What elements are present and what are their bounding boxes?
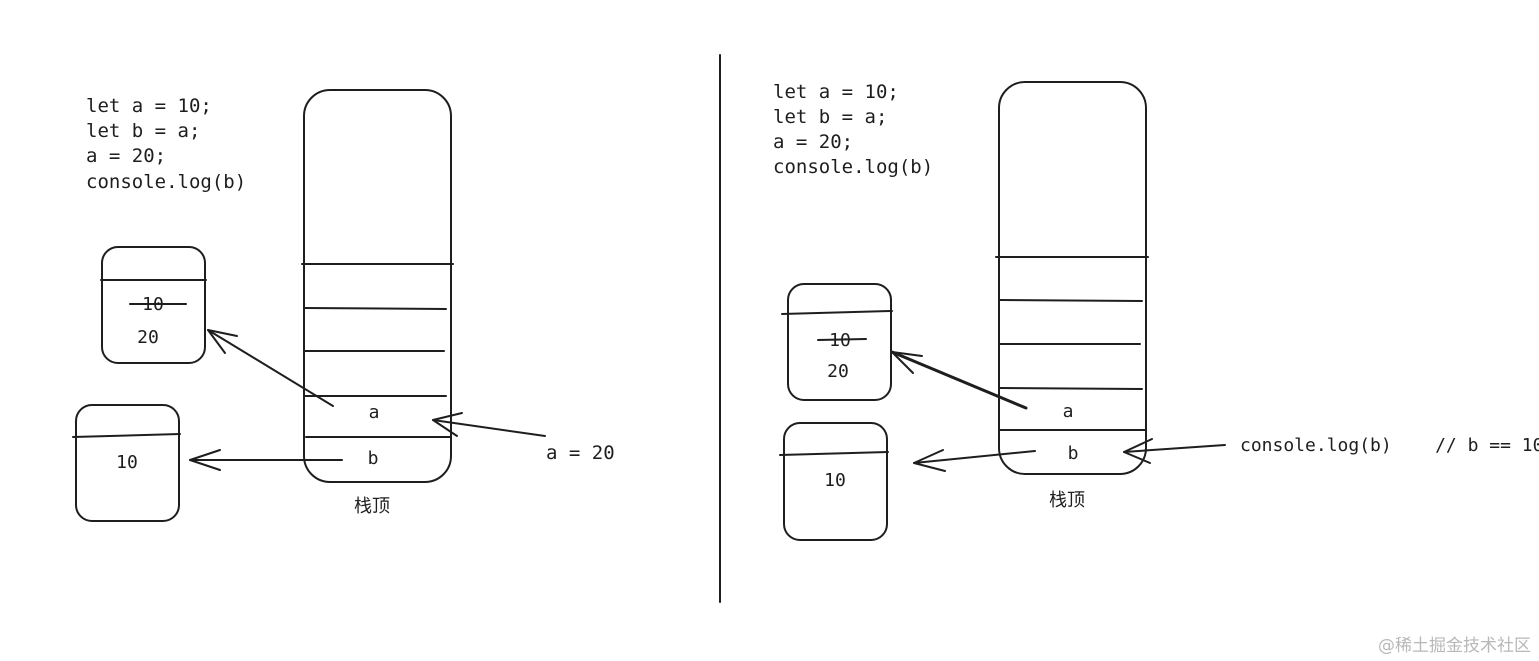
right-arrow-annotation: console.log(b) // b == 10	[1123, 435, 1539, 464]
right-arrow-annotation-shaft	[1123, 444, 1226, 453]
left-stack-label: 栈顶	[354, 496, 390, 517]
left-panel: let a = 10; let b = a; a = 20; console.l…	[72, 89, 615, 522]
right-heap-box-bottom-divider	[779, 451, 889, 456]
left-code-line-2: let b = a;	[86, 120, 200, 142]
right-stack: a b 栈顶	[995, 81, 1149, 511]
left-code-block: let a = 10; let b = a; a = 20; console.l…	[86, 95, 246, 193]
left-heap-bottom-value: 10	[116, 452, 138, 473]
left-arrow-a-shaft	[207, 329, 334, 407]
left-stack-var-b: b	[368, 448, 379, 469]
right-arrow-a-to-heap	[890, 350, 1028, 410]
left-heap-box-bottom-outline	[75, 404, 180, 522]
left-heap-box-bottom: 10	[72, 404, 181, 522]
right-code-line-2: let b = a;	[773, 106, 887, 128]
right-heap-new-value: 20	[827, 361, 849, 382]
right-code-line-4: console.log(b)	[773, 156, 933, 178]
right-stack-divider	[999, 387, 1143, 390]
right-heap-bottom-value: 10	[824, 470, 846, 491]
right-arrow-annotation-head	[1123, 438, 1153, 464]
right-heap-strikethrough	[817, 338, 867, 341]
left-code-line-1: let a = 10;	[86, 95, 212, 117]
left-heap-new-value: 20	[137, 327, 159, 348]
left-arrow-a-to-heap	[207, 329, 334, 407]
right-code-line-1: let a = 10;	[773, 81, 899, 103]
right-heap-box-bottom: 10	[779, 422, 889, 541]
left-stack-var-a: a	[369, 402, 380, 423]
left-heap-box-bottom-divider	[72, 433, 181, 438]
left-arrow-b-head	[189, 449, 221, 471]
right-heap-box-top-outline	[787, 283, 892, 401]
left-stack-outline	[303, 89, 452, 483]
right-stack-label: 栈顶	[1049, 490, 1085, 511]
watermark: @稀土掘金技术社区	[1378, 636, 1531, 656]
right-heap-box-top: 10 20	[781, 283, 893, 401]
left-arrow-annotation-head	[432, 412, 463, 437]
right-code-line-3: a = 20;	[773, 131, 853, 153]
left-arrow-annotation: a = 20	[432, 412, 615, 464]
left-arrow-annotation-shaft	[432, 419, 546, 437]
right-arrow-b-to-heap	[913, 449, 1036, 472]
right-panel: let a = 10; let b = a; a = 20; console.l…	[773, 81, 1539, 541]
left-stack: a b 栈顶	[301, 89, 454, 517]
left-code-line-4: console.log(b)	[86, 171, 246, 193]
right-stack-var-a: a	[1063, 401, 1074, 422]
left-annotation-text: a = 20	[546, 442, 615, 464]
right-stack-var-b: b	[1068, 443, 1079, 464]
right-arrow-b-shaft	[913, 450, 1036, 464]
left-heap-box-top: 10 20	[100, 246, 207, 364]
right-heap-box-bottom-outline	[783, 422, 888, 541]
right-arrow-a-shaft	[890, 350, 1028, 410]
right-arrow-a-head	[891, 351, 923, 374]
left-heap-box-top-outline	[101, 246, 206, 364]
left-arrow-b-to-heap	[189, 449, 343, 471]
right-stack-divider	[999, 299, 1143, 302]
right-stack-outline	[998, 81, 1147, 475]
left-stack-divider	[303, 307, 447, 310]
right-arrow-b-head	[913, 449, 946, 472]
left-arrow-a-head	[207, 329, 238, 354]
right-code-block: let a = 10; let b = a; a = 20; console.l…	[773, 81, 933, 178]
right-heap-box-top-divider	[781, 310, 893, 315]
right-annotation-text: console.log(b) // b == 10	[1240, 435, 1539, 456]
left-code-line-3: a = 20;	[86, 145, 166, 167]
